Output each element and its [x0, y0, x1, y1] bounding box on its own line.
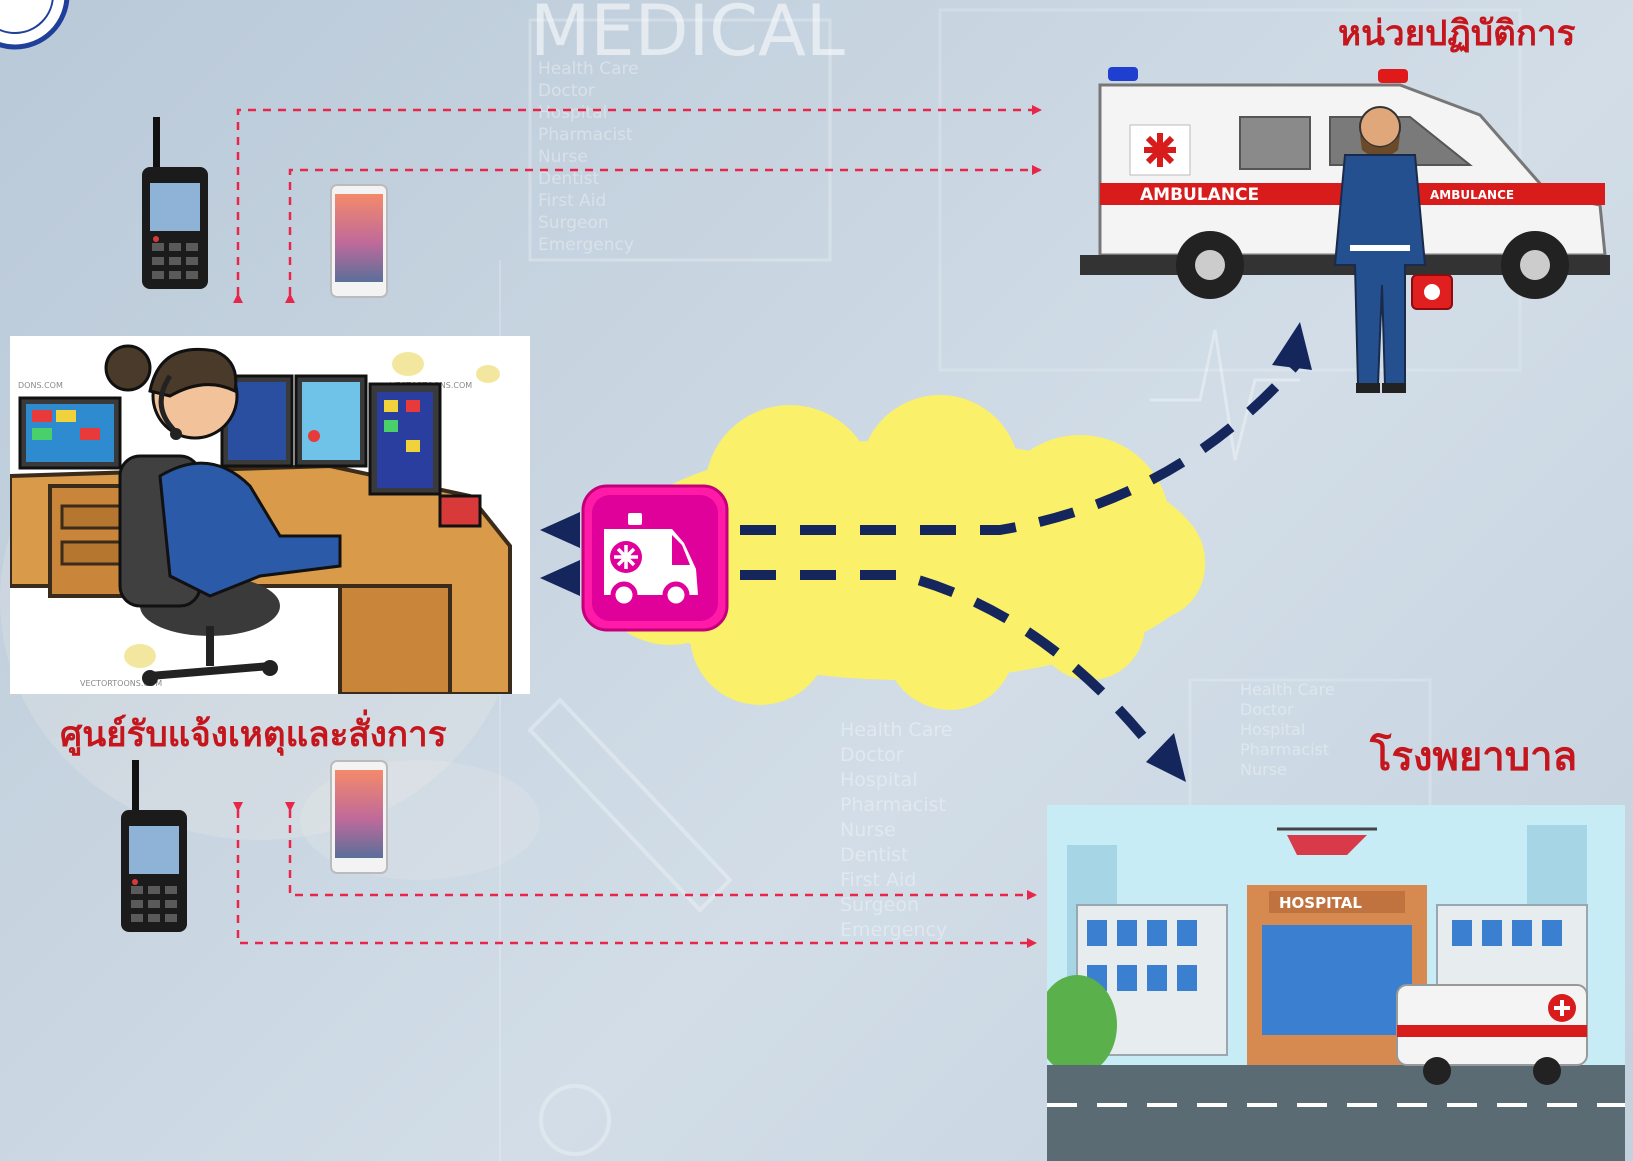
bg-list-item: Doctor: [538, 81, 595, 101]
ambulance-unit-illustration: AMBULANCE AMBULANCE: [1060, 55, 1625, 410]
hospital-sign: HOSPITAL: [1279, 894, 1362, 912]
svg-text:DONS.COM: DONS.COM: [18, 381, 63, 390]
ambulance-icon: AMBULANCE AMBULANCE: [1080, 67, 1610, 393]
flow-to-operation-unit: [740, 356, 1304, 535]
bg-list-item: Doctor: [840, 744, 904, 766]
flow-to-hospital: [740, 570, 1154, 749]
hospital-icon: HOSPITAL: [1047, 805, 1625, 1161]
arrowhead-left-top: [540, 512, 580, 548]
radio-link-bottom: [233, 802, 1037, 948]
hospital-label: โรงพยาบาล: [1370, 734, 1578, 780]
bg-list-item: Hospital: [1240, 720, 1306, 739]
bg-list-item: Doctor: [1240, 700, 1294, 719]
command-center-label: ศูนย์รับแจ้งเหตุและสั่งการ: [60, 715, 447, 755]
ambulance-text-left: AMBULANCE: [1140, 185, 1259, 205]
ambulance-app-icon: [581, 484, 729, 632]
background-heading: MEDICAL: [530, 0, 845, 72]
bg-list-item: Pharmacist: [1240, 740, 1330, 759]
arrowhead-left-bottom: [540, 560, 580, 596]
phone-link-top: [285, 165, 1042, 303]
radio-icon: [121, 760, 187, 932]
seal-logo: [0, 0, 70, 50]
dispatcher-illustration: DONS.COM VECTORTOONS.COM VECTORTOONS.COM: [10, 336, 530, 694]
operation-unit-label: หน่วยปฏิบัติการ: [1338, 14, 1576, 54]
hospital-illustration: HOSPITAL: [1047, 805, 1625, 1161]
arrowhead-up: [1272, 322, 1312, 370]
radio-icon: [142, 117, 208, 289]
dispatcher-scene-icon: DONS.COM VECTORTOONS.COM VECTORTOONS.COM: [10, 344, 512, 694]
bg-list-item: Health Care: [1240, 680, 1335, 699]
svg-text:VECTORTOONS.COM: VECTORTOONS.COM: [80, 679, 162, 688]
arrowhead-down: [1146, 733, 1186, 782]
bg-list-item: Hospital: [840, 769, 918, 791]
ambulance-text-right: AMBULANCE: [1430, 188, 1514, 202]
radio-link-top: [233, 105, 1042, 303]
bg-list-item: Nurse: [1240, 760, 1287, 779]
bg-list-item: Health Care: [840, 719, 953, 741]
bg-list-item: Health Care: [538, 59, 639, 79]
background-list-3: Health Care Doctor Hospital Pharmacist N…: [1240, 680, 1335, 780]
